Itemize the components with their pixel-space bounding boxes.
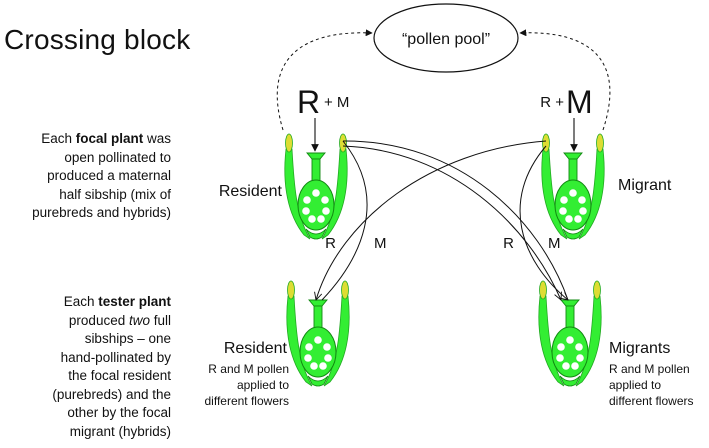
tester-desc-line-4: hand-pollinated by (60, 349, 171, 365)
tester-desc-line-3: sibships – one (84, 331, 171, 346)
focal-desc-line-4: half sibship (mix of (59, 186, 171, 202)
tester-desc-line-6: (purebreds) and the (52, 386, 171, 402)
focal-desc-line-2: open pollinated to (64, 149, 171, 165)
crossing-arrows (316, 140, 569, 301)
migrants-note-line-2: applied to (609, 378, 661, 392)
migrants-note-line-1: R and M pollen (609, 362, 690, 376)
tester-desc-line-7: other by the focal (67, 405, 171, 420)
focal-plant-term: focal plant (75, 131, 144, 146)
tester-desc-line-8: migrant (hybrids) (69, 423, 171, 439)
tester-desc-line-5: the focal resident (68, 368, 171, 383)
resident-to-migrant-arrow-2 (342, 145, 561, 300)
tester-desc-line-2: produced two full (0, 312, 171, 331)
tester-two-term: two (128, 312, 150, 328)
arrow-label-right-r: R (503, 235, 514, 252)
tester-plant-description: Each tester plant produced two full sibs… (0, 293, 171, 441)
resident-note-line-3: different flowers (205, 394, 290, 408)
tester-desc-line-1: Each tester plant (0, 293, 171, 312)
focal-desc-line-1: Each focal plant was (0, 130, 171, 149)
resident-tester-flower (286, 280, 350, 387)
migrant-focal-label: Migrant (618, 177, 672, 194)
focal-plant-description: Each focal plant was open pollinated to … (0, 130, 171, 223)
tester-plant-term: tester plant (98, 294, 171, 309)
migrant-focal-flower (541, 133, 605, 240)
right-source-small: R + (540, 94, 564, 111)
migrant-to-resident-arrow (316, 140, 547, 300)
tester-desc-text: Each (63, 294, 99, 309)
tester-desc-text: produced (68, 312, 129, 328)
focal-desc-text: Each (41, 131, 76, 146)
resident-tester-label: Resident (224, 340, 288, 357)
pollen-pool-ellipse (373, 3, 519, 73)
migrants-note-line-3: different flowers (609, 394, 694, 408)
migrant-tester-flower (538, 280, 602, 387)
focal-desc-line-5: purebreds and hybrids) (32, 205, 171, 220)
resident-to-migrant-arrow (342, 140, 569, 301)
left-source-big: R (297, 84, 320, 120)
pollen-pool-label: “pollen pool” (402, 31, 490, 48)
focal-desc-line-3: produced a maternal (47, 168, 171, 183)
resident-focal-flower (284, 133, 348, 240)
diagram-title: Crossing block (4, 24, 191, 55)
resident-note-line-1: R and M pollen (208, 362, 289, 376)
migrant-to-migrant-arrow (519, 145, 568, 300)
focal-desc-text: was (143, 131, 171, 146)
tester-desc-text: full (149, 312, 171, 328)
arrow-label-left-r: R (325, 235, 336, 252)
left-source-small: + M (324, 94, 349, 111)
right-dashed-arrow (519, 29, 611, 131)
resident-note-line-2: applied to (237, 378, 289, 392)
resident-to-resident-arrow (321, 140, 368, 301)
arrow-label-right-m: M (548, 235, 561, 252)
arrow-label-left-m: M (374, 235, 387, 252)
right-source-big: M (566, 84, 593, 120)
resident-focal-label: Resident (219, 183, 283, 200)
migrant-tester-label: Migrants (609, 340, 670, 357)
left-dashed-arrow (276, 29, 373, 131)
